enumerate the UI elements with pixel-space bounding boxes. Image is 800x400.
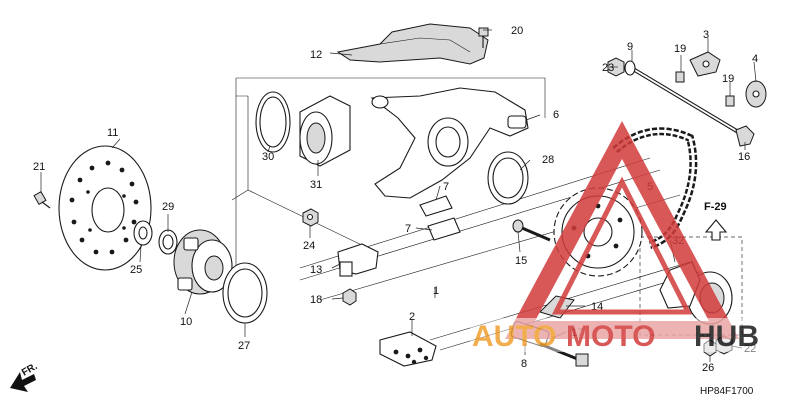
callout-22: 22 [744,343,756,355]
callout-20: 20 [511,25,523,37]
callout-15: 15 [515,255,527,267]
callout-19-upper: 19 [674,43,686,55]
watermark-text-auto: AUTO [472,320,556,353]
ring-29 [158,229,178,255]
bearing-31 [299,95,351,167]
callout-3: 3 [703,29,709,41]
callout-31: 31 [310,179,322,191]
bolt-18 [342,288,357,306]
callout-24: 24 [303,240,315,252]
nut-24 [302,208,319,227]
callout-13: 13 [310,264,322,276]
callout-16: 16 [738,151,750,163]
ring-30 [255,91,291,153]
callout-21: 21 [33,161,45,173]
callout-7-upper: 7 [443,181,449,193]
callout-6: 6 [553,109,559,121]
leader-lines [40,29,757,362]
chain-cover-12 [336,23,489,65]
rear-hub [173,229,233,295]
adjuster-plate-4 [745,80,767,108]
bolt-19-upper [675,71,685,83]
diagram-code: HP84F1700 [700,386,754,397]
callout-11: 11 [107,127,118,139]
callout-7-lower: 7 [405,223,411,235]
callout-2: 2 [409,311,415,323]
swingarm-6 [370,87,529,199]
front-arrow-icon [10,372,36,392]
callout-8: 8 [521,358,527,370]
reference-arrow [704,219,728,241]
bracket-13 [337,243,379,277]
master-link-2 [379,331,437,367]
callout-4: 4 [752,53,758,65]
bolt-15 [512,219,551,242]
callout-19-lower: 19 [722,73,734,85]
callout-18: 18 [310,294,322,306]
callout-10: 10 [180,316,192,328]
washer-9 [624,60,636,76]
bolt-8 [539,342,589,367]
watermark-text-moto: MOTO [566,320,655,353]
seal-25 [133,220,153,246]
callout-30: 30 [262,151,274,163]
callout-9: 9 [627,41,633,53]
seal-27 [222,262,268,324]
bolt-19-lower [725,95,735,107]
callout-26: 26 [702,362,714,374]
adjuster-plate-3 [689,51,721,77]
watermark-logo: AUTO MOTO HUB [470,120,790,353]
watermark-text-hub: HUB [694,320,759,353]
axle-16 [626,64,755,147]
brake-disc [58,145,152,271]
callout-1: 1 [433,285,439,297]
brake-pad-upper [419,195,453,217]
callout-25: 25 [130,264,142,276]
brake-pad-lower [427,217,461,241]
callout-23: 23 [602,62,614,74]
bolt-21 [33,190,51,209]
callout-12: 12 [310,49,322,61]
front-label: FR. [20,361,40,379]
group-box-hub [639,236,743,336]
bolt-20 [478,27,489,48]
callout-28: 28 [542,154,554,166]
nut-26 [703,339,717,357]
callout-29: 29 [162,201,174,213]
callout-27: 27 [238,340,250,352]
reference-label: F-29 [704,201,727,213]
seal-28 [487,151,529,205]
